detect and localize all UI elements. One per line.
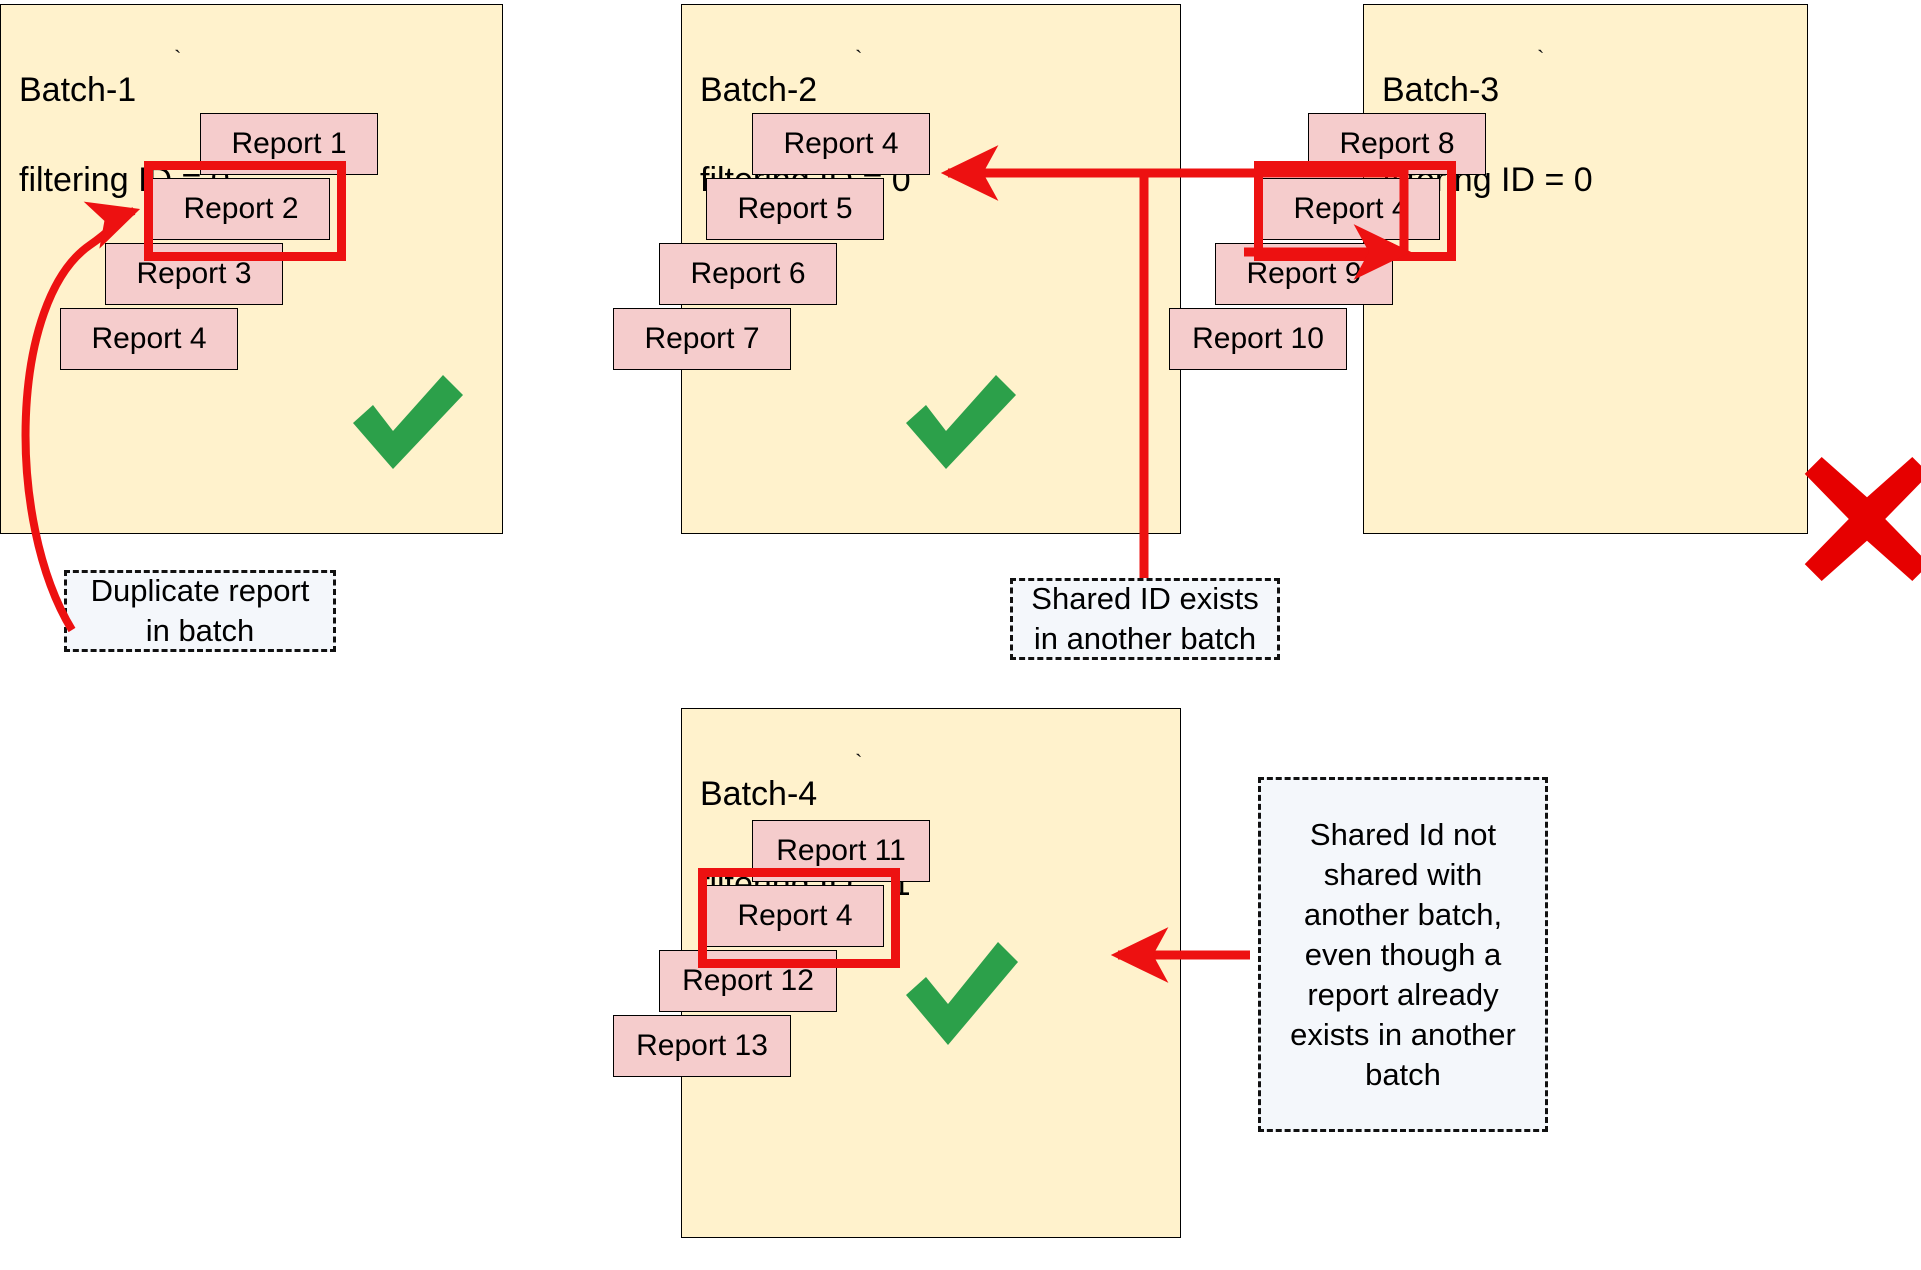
report-label: Report 1 bbox=[231, 127, 347, 160]
report-label: Report 13 bbox=[636, 1029, 768, 1062]
duplicate-report-callout: Duplicate report in batch bbox=[64, 570, 336, 652]
report-label: Report 7 bbox=[644, 322, 760, 355]
report-label: Report 4 bbox=[737, 899, 853, 932]
batch-4-tick-accent: ` bbox=[855, 749, 863, 774]
report-label: Report 2 bbox=[183, 192, 299, 225]
batch-4-shared-id-highlight bbox=[698, 868, 900, 968]
batch-2-report-card-2: Report 5 bbox=[706, 178, 884, 240]
callout-text: Shared Id not shared with another batch,… bbox=[1290, 816, 1516, 1092]
report-label: Report 5 bbox=[737, 192, 853, 225]
callout-text: Duplicate report in batch bbox=[90, 573, 310, 648]
batch-3-red-cross-icon bbox=[1804, 457, 1921, 581]
batch-3-report-card-4: Report 10 bbox=[1169, 308, 1347, 370]
report-label: Report 4 bbox=[91, 322, 207, 355]
batch-2-report-card-1: Report 4 bbox=[752, 113, 930, 175]
batch-2-name: Batch-2 bbox=[700, 71, 818, 109]
batch-2-green-check-icon bbox=[906, 375, 1016, 469]
batch-1-duplicate-highlight bbox=[144, 161, 346, 261]
batch-panel-3: Batch-3 filtering ID = 0 ` bbox=[1363, 4, 1808, 534]
batch-4-name: Batch-4 bbox=[700, 775, 818, 813]
batch-1-report-card-4: Report 4 bbox=[60, 308, 238, 370]
report-label: Report 11 bbox=[776, 834, 906, 867]
callout-text: Shared ID exists in another batch bbox=[1031, 581, 1259, 656]
report-label: Report 12 bbox=[682, 964, 814, 997]
shared-id-exists-callout: Shared ID exists in another batch bbox=[1010, 578, 1280, 660]
batch-3-name: Batch-3 bbox=[1382, 71, 1500, 109]
batch-1-report-card-2: Report 2 bbox=[152, 178, 330, 240]
batch-4-report-card-2: Report 4 bbox=[706, 885, 884, 947]
report-label: Report 10 bbox=[1192, 322, 1324, 355]
report-label: Report 3 bbox=[136, 257, 252, 290]
report-label: Report 9 bbox=[1246, 257, 1362, 290]
report-label: Report 4 bbox=[783, 127, 899, 160]
batch-3-shared-id-highlight bbox=[1254, 161, 1456, 261]
batch-1-green-check-icon bbox=[353, 375, 463, 469]
batch-1-tick-accent: ` bbox=[174, 45, 182, 70]
batch-2-report-card-3: Report 6 bbox=[659, 243, 837, 305]
batch-4-report-card-4: Report 13 bbox=[613, 1015, 791, 1077]
batch-2-report-card-4: Report 7 bbox=[613, 308, 791, 370]
batch-3-tick-accent: ` bbox=[1537, 45, 1545, 70]
report-label: Report 6 bbox=[690, 257, 806, 290]
shared-id-not-shared-callout: Shared Id not shared with another batch,… bbox=[1258, 777, 1548, 1132]
batch-1-name: Batch-1 bbox=[19, 71, 137, 109]
report-label: Report 8 bbox=[1339, 127, 1455, 160]
batch-2-tick-accent: ` bbox=[855, 45, 863, 70]
batch-4-green-check-icon bbox=[906, 942, 1018, 1045]
